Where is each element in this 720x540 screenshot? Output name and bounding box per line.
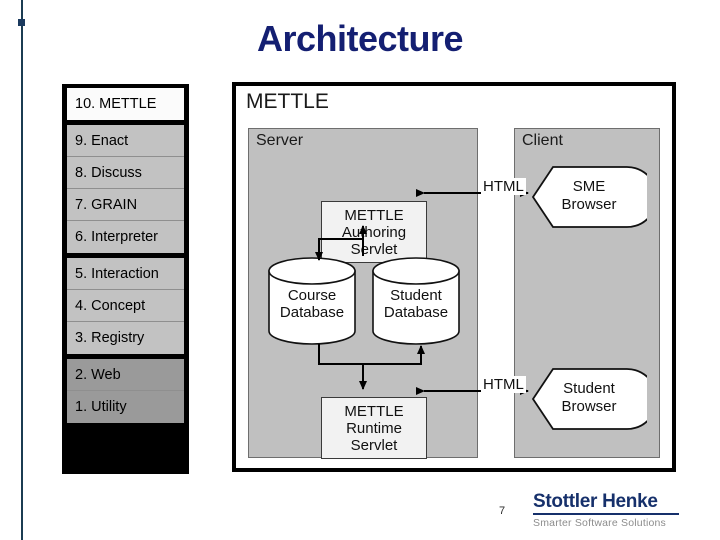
html-label-bottom: HTML bbox=[481, 376, 526, 393]
student-browser-line2: Browser bbox=[561, 398, 617, 415]
company-logo: Stottler Henke Smarter Software Solution… bbox=[533, 491, 679, 529]
runtime-servlet-line3: Servlet bbox=[350, 436, 398, 454]
sidebar-group-3: 2. Web 1. Utility bbox=[67, 359, 184, 423]
authoring-servlet-line2: Authoring bbox=[341, 223, 407, 241]
left-accent-dot bbox=[18, 19, 25, 26]
authoring-servlet-line3: Servlet bbox=[350, 240, 398, 258]
sidebar-item-interpreter[interactable]: 6. Interpreter bbox=[67, 221, 184, 253]
student-database-node[interactable]: Student Database bbox=[371, 257, 461, 345]
sidebar-item-mettle[interactable]: 10. METTLE bbox=[67, 88, 184, 120]
client-panel-label: Client bbox=[522, 132, 563, 149]
runtime-servlet-line1: METTLE bbox=[344, 402, 404, 420]
company-tagline: Smarter Software Solutions bbox=[533, 517, 667, 529]
company-name: Stottler Henke bbox=[533, 491, 658, 512]
diagram-title: METTLE bbox=[246, 90, 329, 113]
student-browser-node[interactable]: Student Browser bbox=[531, 367, 647, 431]
sidebar-group-0: 10. METTLE bbox=[67, 88, 184, 120]
runtime-servlet-node[interactable]: METTLE Runtime Servlet bbox=[321, 397, 427, 459]
student-database-line2: Database bbox=[383, 304, 449, 321]
page-number: 7 bbox=[499, 505, 506, 517]
sidebar-item-discuss[interactable]: 8. Discuss bbox=[67, 157, 184, 189]
course-database-label: Course Database bbox=[267, 287, 357, 321]
student-browser-label: Student Browser bbox=[541, 380, 637, 416]
server-panel: Server METTLE Authoring Servlet Course D… bbox=[248, 128, 478, 459]
sidebar-group-2: 5. Interaction 4. Concept 3. Registry bbox=[67, 258, 184, 354]
sidebar-item-enact[interactable]: 9. Enact bbox=[67, 125, 184, 157]
course-database-line1: Course bbox=[287, 287, 337, 304]
sidebar-item-interaction[interactable]: 5. Interaction bbox=[67, 258, 184, 290]
sme-browser-line1: SME bbox=[572, 178, 606, 195]
page-title: Architecture bbox=[256, 18, 464, 59]
student-browser-line1: Student bbox=[563, 380, 615, 397]
sme-browser-label: SME Browser bbox=[541, 178, 637, 214]
authoring-servlet-node[interactable]: METTLE Authoring Servlet bbox=[321, 201, 427, 263]
browser-shape-icon bbox=[531, 166, 647, 228]
student-database-line1: Student bbox=[390, 287, 442, 304]
logo-underline bbox=[533, 513, 679, 515]
sidebar-item-concept[interactable]: 4. Concept bbox=[67, 290, 184, 322]
architecture-diagram: METTLE Server METTLE Authoring Servlet C… bbox=[232, 82, 676, 472]
sidebar-item-grain[interactable]: 7. GRAIN bbox=[67, 189, 184, 221]
browser-shape-icon bbox=[531, 368, 647, 430]
course-database-node[interactable]: Course Database bbox=[267, 257, 357, 345]
authoring-servlet-line1: METTLE bbox=[344, 206, 404, 224]
course-database-line2: Database bbox=[279, 304, 345, 321]
sidebar-item-registry[interactable]: 3. Registry bbox=[67, 322, 184, 354]
client-panel: Client SME Browser Student Browser bbox=[514, 128, 660, 458]
sidebar-group-1: 9. Enact 8. Discuss 7. GRAIN 6. Interpre… bbox=[67, 125, 184, 253]
html-label-top: HTML bbox=[481, 178, 526, 195]
sme-browser-line2: Browser bbox=[561, 196, 617, 213]
sidebar: 10. METTLE 9. Enact 8. Discuss 7. GRAIN … bbox=[62, 84, 189, 474]
sidebar-item-utility[interactable]: 1. Utility bbox=[67, 391, 184, 423]
left-accent-rule bbox=[21, 0, 23, 540]
sidebar-item-web[interactable]: 2. Web bbox=[67, 359, 184, 391]
server-panel-label: Server bbox=[256, 132, 304, 149]
student-database-label: Student Database bbox=[371, 287, 461, 321]
cylinder-icon bbox=[372, 257, 460, 345]
runtime-servlet-line2: Runtime bbox=[346, 419, 402, 437]
sme-browser-node[interactable]: SME Browser bbox=[531, 165, 647, 229]
cylinder-icon bbox=[268, 257, 356, 345]
